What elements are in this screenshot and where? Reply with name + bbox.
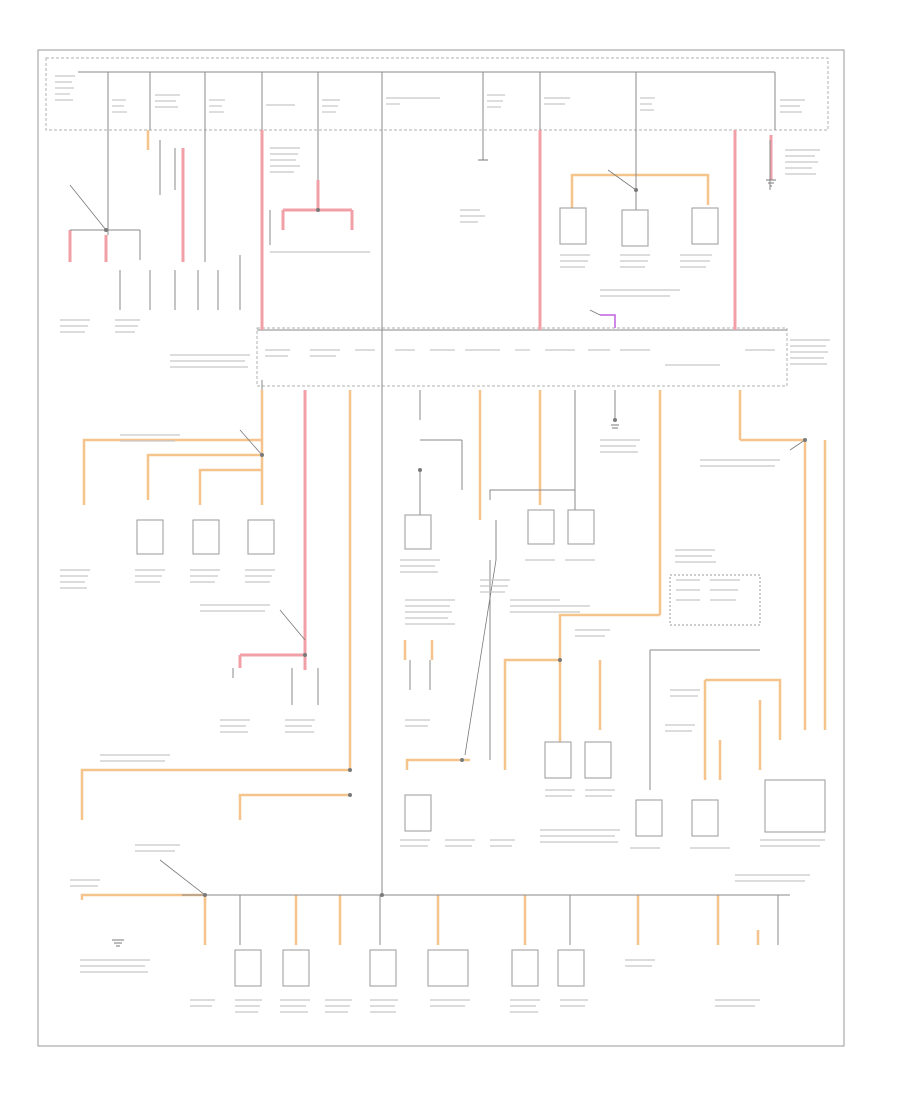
fuse-block-middle <box>256 327 788 387</box>
label-blocks <box>55 75 830 1013</box>
fuse-block-top <box>78 71 776 130</box>
accent-mark <box>600 314 616 328</box>
diagram-frame <box>37 49 845 1047</box>
ground-symbols <box>112 159 776 947</box>
orange-wires <box>80 130 827 945</box>
component-boxes <box>136 207 826 987</box>
hot-wires <box>68 130 773 670</box>
leader-lines <box>69 169 806 896</box>
gray-wires <box>70 130 790 945</box>
